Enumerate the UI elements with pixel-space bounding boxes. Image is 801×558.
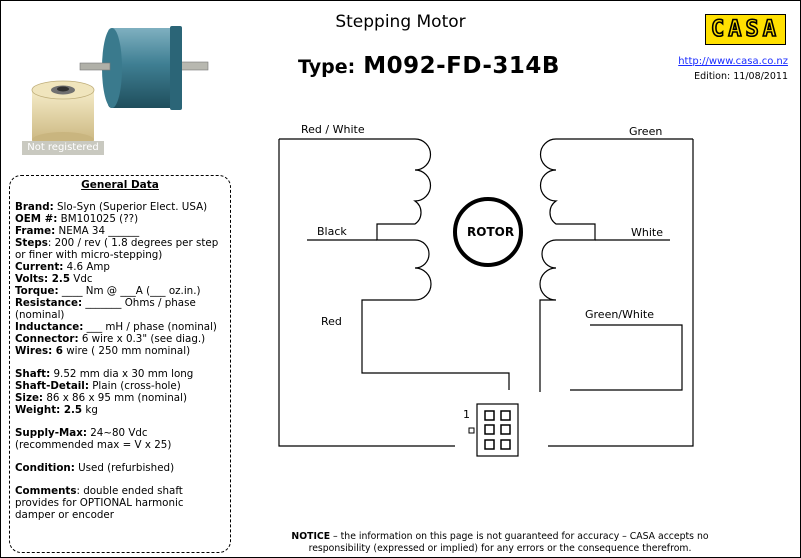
left-coil-upper [279, 138, 510, 390]
rotor-label: ROTOR [467, 225, 515, 239]
condition-row: Condition: Used (refurbished) [15, 462, 175, 474]
wires-row: Wires: 6 wire ( 250 mm nominal) [15, 345, 191, 357]
pin-marker [468, 427, 475, 434]
general-data-heading: General Data [81, 179, 159, 191]
size-row: Size: 86 x 86 x 95 mm (nominal) [15, 392, 187, 404]
website-link[interactable]: http://www.casa.co.nz [678, 56, 788, 67]
oem-row: OEM #: BM101025 (??) [15, 213, 139, 225]
label-black: Black [317, 225, 347, 238]
right-outer-wire [548, 139, 694, 447]
label-green: Green [629, 125, 663, 138]
supply-row: Supply-Max: 24~80 Vdc (recommended max =… [15, 427, 172, 451]
resistance-row: Resistance: _______ Ohms / phase (nomina… [15, 297, 196, 321]
type-line: Type: M092-FD-314B [298, 53, 560, 79]
volts-row: Volts: 2.5 Vdc [15, 273, 93, 285]
photo-watermark: Not registered [22, 141, 104, 155]
connector-body [476, 403, 519, 457]
rotor-circle [453, 197, 523, 267]
green-white-lead [570, 324, 683, 391]
logo-text: CASA [710, 16, 780, 43]
pin-one-label: 1 [463, 408, 470, 421]
brand-row: Brand: Slo-Syn (Superior Elect. USA) [15, 201, 208, 213]
edition-date: Edition: 11/08/2011 [694, 71, 788, 82]
connector-row: Connector: 6 wire x 0.3" (see diag.) [15, 333, 206, 345]
right-coil [539, 138, 693, 392]
comments-row: Comments: double ended shaft provides fo… [15, 485, 184, 521]
shaft-detail-row: Shaft-Detail: Plain (cross-hole) [15, 380, 181, 392]
type-code: M092-FD-314B [363, 53, 560, 79]
steps-row: Steps: 200 / rev ( 1.8 degrees per step … [15, 237, 219, 261]
notice: NOTICE – the information on this page is… [260, 531, 740, 555]
current-row: Current: 4.6 Amp [15, 261, 110, 273]
label-red: Red [321, 315, 342, 328]
notice-label: NOTICE [291, 531, 331, 542]
label-red-white: Red / White [301, 123, 365, 136]
label-green-white: Green/White [585, 308, 655, 321]
page-title: Stepping Motor [335, 12, 466, 32]
left-outer-wire [278, 139, 455, 447]
inductance-row: Inductance: ___ mH / phase (nominal) [15, 321, 217, 333]
label-white: White [631, 226, 663, 239]
torque-row: Torque: ____ Nm @ ___A (___ oz.in.) [15, 285, 201, 297]
weight-row: Weight: 2.5 kg [15, 404, 98, 416]
shaft-row: Shaft: 9.52 mm dia x 30 mm long [15, 368, 194, 380]
notice-text: – the information on this page is not gu… [308, 531, 709, 554]
frame-row: Frame: NEMA 34 ______ [15, 225, 140, 237]
type-label: Type: [298, 56, 356, 78]
general-data-box: General Data Brand: Slo-Syn (Superior El… [9, 175, 231, 553]
casa-logo: CASA [705, 14, 786, 45]
